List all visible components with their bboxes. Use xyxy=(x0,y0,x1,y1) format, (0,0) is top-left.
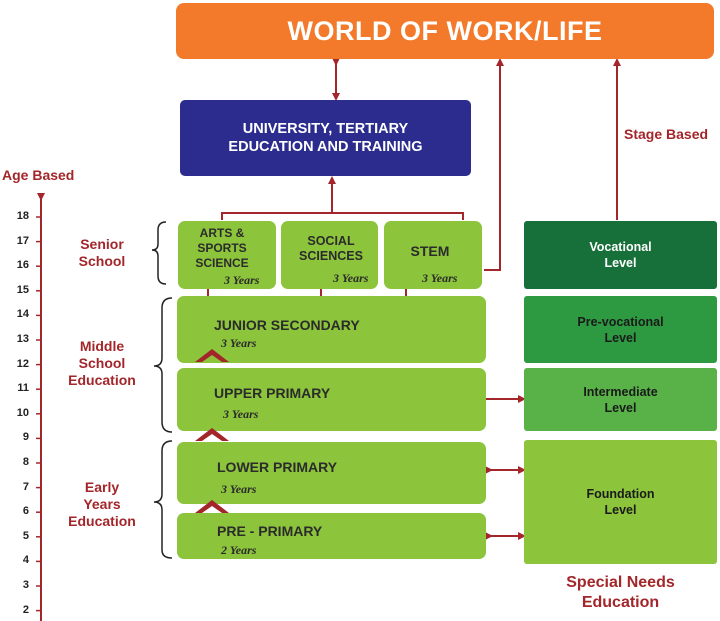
pathways-to-university-connector xyxy=(221,212,464,220)
middle-line1: Middle xyxy=(79,338,125,354)
age-tick-label-12: 12 xyxy=(16,357,29,370)
age-tick-label-17: 17 xyxy=(16,234,29,247)
upper-primary-years: 3 Years xyxy=(223,407,259,421)
upper-primary-title: UPPER PRIMARY xyxy=(214,385,331,401)
age-based-label: Age Based xyxy=(2,167,75,183)
pathway-arts-line3: SCIENCE xyxy=(195,256,249,270)
early-years-label: Early Years Education xyxy=(56,479,148,530)
foundation-line1: Foundation xyxy=(586,487,655,501)
age-tick-label-7: 7 xyxy=(22,480,29,493)
age-tick-label-2: 2 xyxy=(22,603,29,616)
age-tick-label-8: 8 xyxy=(22,456,29,468)
early-line3: Education xyxy=(68,513,136,529)
vocational-level-box: Vocational Level xyxy=(524,221,717,289)
age-tick-label-9: 9 xyxy=(22,431,29,444)
age-tick-label-3: 3 xyxy=(22,579,29,591)
age-tick-label-14: 14 xyxy=(16,308,29,321)
intermediate-line1: Intermediate xyxy=(583,384,658,399)
lower-primary-box: LOWER PRIMARY 3 Years xyxy=(177,442,486,504)
pathway-arts-line2: SPORTS xyxy=(197,241,247,255)
intermediate-level-box: Intermediate Level xyxy=(524,368,717,431)
special-needs-caption: Special Needs Education xyxy=(524,573,717,613)
vocational-line2: Level xyxy=(604,256,637,270)
university-box: UNIVERSITY, TERTIARY EDUCATION AND TRAIN… xyxy=(180,100,471,176)
age-tick-label-15: 15 xyxy=(16,283,29,296)
prevocational-level-box: Pre-vocational Level xyxy=(524,296,717,363)
pathway-social-years: 3 Years xyxy=(333,271,369,285)
senior-line2: School xyxy=(78,253,126,269)
vocational-line1: Vocational xyxy=(589,240,652,254)
foundation-line2: Level xyxy=(604,503,637,517)
lower-primary-title: LOWER PRIMARY xyxy=(217,459,338,475)
pathway-social-line2: SCIENCES xyxy=(299,249,363,263)
pre-primary-title: PRE - PRIMARY xyxy=(217,523,323,539)
stem-to-world-arrow xyxy=(484,58,504,271)
age-tick-label-5: 5 xyxy=(22,529,29,542)
pathway-stem-years: 3 Years xyxy=(422,271,458,285)
age-tick-label-6: 6 xyxy=(22,505,29,518)
age-tick-label-16: 16 xyxy=(16,259,29,272)
foundation-level-box: Foundation Level xyxy=(524,440,717,564)
university-line1: UNIVERSITY, TERTIARY xyxy=(242,121,409,137)
world-of-work-label: WORLD OF WORK/LIFE xyxy=(287,15,603,46)
stage-based-label: Stage Based xyxy=(624,126,709,142)
junior-secondary-title: JUNIOR SECONDARY xyxy=(214,317,360,333)
age-tick-label-13: 13 xyxy=(16,333,29,345)
age-tick-label-11: 11 xyxy=(17,382,29,395)
pathway-stem-title: STEM xyxy=(410,243,450,259)
world-of-work-box: WORLD OF WORK/LIFE xyxy=(176,3,714,59)
pathway-arts-line1: ARTS & xyxy=(199,226,245,240)
special-needs-line2: Education xyxy=(581,594,660,611)
pathway-arts-box: ARTS & SPORTS SCIENCE 3 Years xyxy=(178,221,276,289)
pre-primary-box: PRE - PRIMARY 2 Years xyxy=(177,513,486,559)
intermediate-line2: Level xyxy=(604,400,637,415)
lower-primary-years: 3 Years xyxy=(221,482,257,496)
middle-line2: School xyxy=(78,355,126,371)
senior-brace xyxy=(151,221,167,285)
prevocational-line2: Level xyxy=(604,330,637,345)
special-needs-line1: Special Needs xyxy=(566,574,675,591)
early-line1: Early xyxy=(84,479,120,495)
middle-brace xyxy=(153,297,173,433)
senior-school-label: Senior School xyxy=(56,236,148,270)
age-tick-label-18: 18 xyxy=(16,210,29,222)
pre-primary-years: 2 Years xyxy=(221,543,257,557)
university-line2: EDUCATION AND TRAINING xyxy=(228,139,423,155)
upper-primary-box: UPPER PRIMARY 3 Years xyxy=(177,368,486,431)
age-tick-label-10: 10 xyxy=(16,406,29,419)
age-axis-ticks xyxy=(36,216,41,612)
pathway-social-line1: SOCIAL xyxy=(307,234,355,248)
pathway-arts-years: 3 Years xyxy=(224,273,260,287)
middle-school-label: Middle School Education xyxy=(56,338,148,389)
age-tick-label-4: 4 xyxy=(22,554,29,567)
senior-line1: Senior xyxy=(80,236,124,252)
middle-line3: Education xyxy=(68,372,136,388)
early-line2: Years xyxy=(83,496,121,512)
junior-secondary-box: JUNIOR SECONDARY 3 Years xyxy=(177,296,486,363)
pathway-social-title: SOCIAL SCIENCES xyxy=(291,234,371,264)
pathway-arts-title: ARTS & SPORTS SCIENCE xyxy=(192,226,252,271)
prevocational-line1: Pre-vocational xyxy=(577,314,664,329)
early-brace xyxy=(153,440,173,559)
pathway-stem-box: STEM 3 Years xyxy=(384,221,482,289)
junior-secondary-years: 3 Years xyxy=(221,336,257,350)
pathway-social-box: SOCIAL SCIENCES 3 Years xyxy=(281,221,378,289)
